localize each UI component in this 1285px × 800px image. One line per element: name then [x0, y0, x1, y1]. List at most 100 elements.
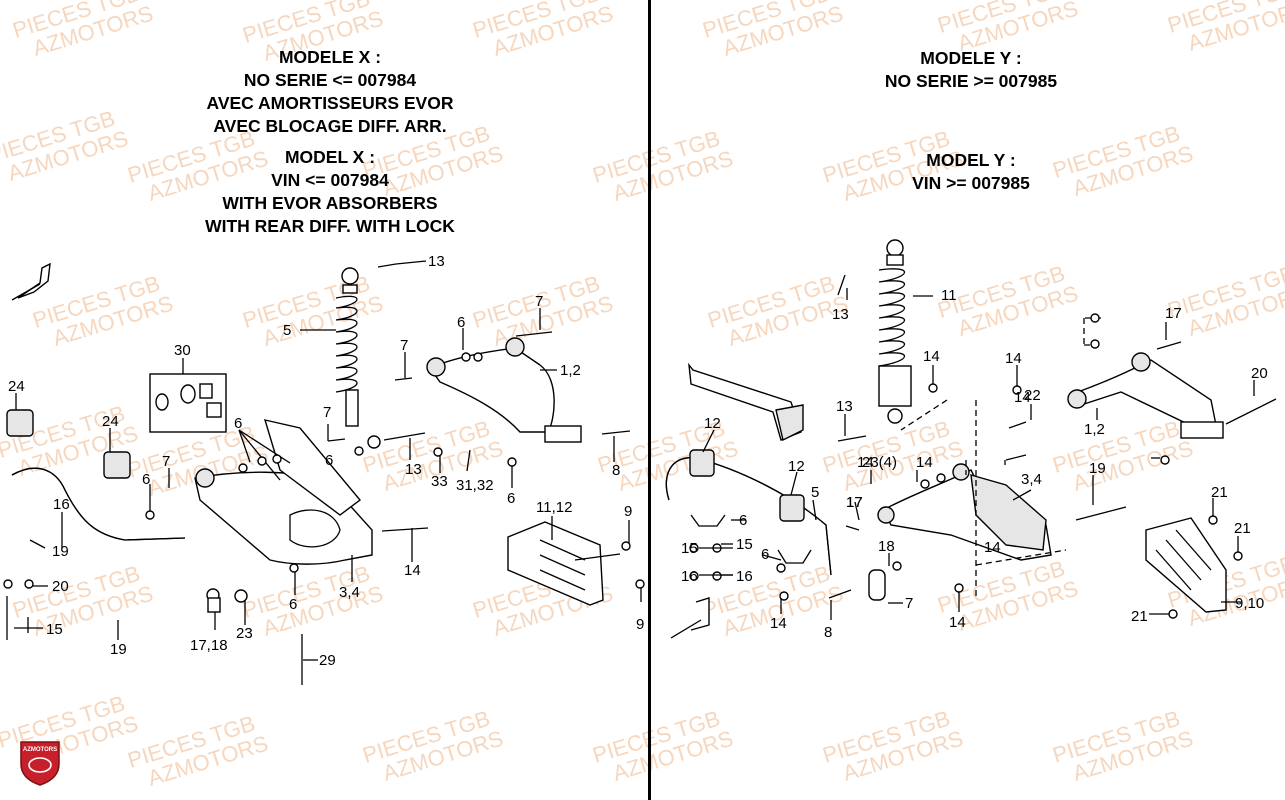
callout-label: 14: [770, 615, 787, 632]
callout-label: 3,4: [339, 584, 360, 601]
callout-label: 20: [52, 578, 69, 595]
callout-label: 16: [681, 568, 698, 585]
callout-label: 6: [142, 471, 150, 488]
left-title-line: WITH EVOR ABSORBERS: [222, 193, 438, 213]
callout-label: 16: [736, 568, 753, 585]
callout-label: 23(4): [862, 454, 897, 471]
left-title-line: NO SERIE <= 007984: [243, 70, 417, 90]
callout-label: 29: [319, 652, 336, 669]
callout-label: 14: [404, 562, 421, 579]
left-title-block: MODELE X : NO SERIE <= 007984 AVEC AMORT…: [130, 46, 530, 238]
right-title-block-en: MODEL Y : VIN >= 007985: [771, 149, 1171, 195]
callout-label: 3,4: [1021, 471, 1042, 488]
callout-label: 13: [836, 398, 853, 415]
callout-label: 17,18: [190, 637, 228, 654]
logo-text: AZMOTORS: [23, 747, 57, 753]
right-panel-model-y: MODELE Y : NO SERIE >= 007985 MODEL Y : …: [651, 0, 1285, 800]
callout-label: 14: [984, 539, 1001, 556]
callout-label: 13: [428, 253, 445, 270]
azmotors-logo-icon: AZMOTORS: [20, 741, 60, 786]
callout-label: 24: [8, 378, 25, 395]
right-title-line: NO SERIE >= 007985: [884, 71, 1058, 91]
hardware-nuts: [3, 352, 645, 589]
callout-label: 19: [52, 543, 69, 560]
callout-label: 24: [102, 413, 119, 430]
callout-label: 23: [236, 625, 253, 642]
callout-label: 6: [739, 512, 747, 529]
right-title-line: MODEL Y :: [926, 150, 1016, 170]
left-title-line: WITH REAR DIFF. WITH LOCK: [205, 216, 455, 236]
shock-absorber: [335, 267, 381, 449]
callout-label: 6: [234, 415, 242, 432]
callout-label: 22: [1024, 387, 1041, 404]
callout-label: 11,12: [536, 499, 572, 516]
callout-label: 14: [1014, 389, 1031, 406]
panel-divider: [648, 0, 651, 800]
right-title-line: MODELE Y :: [920, 48, 1022, 68]
callout-label: 17: [846, 494, 863, 511]
callout-label: 14: [1005, 350, 1022, 367]
direction-arrow-icon: [17, 262, 51, 299]
callout-label: 14: [949, 614, 966, 631]
callout-label: 9,10: [1235, 595, 1264, 612]
callout-label: 7: [323, 404, 331, 421]
callout-label: 5: [283, 322, 291, 339]
callout-label: 31,32: [456, 477, 494, 494]
right-title-line: VIN >= 007985: [912, 173, 1030, 193]
callout-label: 7: [535, 293, 543, 310]
right-parts-diagram: 1311141417201314221,212121423(4)14171419…: [665, 239, 1277, 641]
callout-label: 7: [400, 337, 408, 354]
callout-label: 13: [405, 461, 422, 478]
callout-label: 14: [857, 454, 874, 471]
callout-label: 20: [1251, 365, 1268, 382]
callout-label: 30: [174, 342, 191, 359]
callout-label: 7: [162, 453, 170, 470]
callout-label: 13: [832, 306, 849, 323]
callout-label: 12: [788, 458, 805, 475]
callout-label: 7: [905, 595, 913, 612]
left-title-line: VIN <= 007984: [271, 170, 389, 190]
left-title-line: AVEC BLOCAGE DIFF. ARR.: [213, 116, 447, 136]
callout-label: 16: [53, 496, 70, 513]
left-title-line: AVEC AMORTISSEURS EVOR: [206, 93, 454, 113]
callout-label: 14: [923, 348, 940, 365]
upper-a-arm: [426, 337, 582, 443]
lower-arm-knuckle: [194, 419, 373, 565]
callout-label: 6: [507, 490, 515, 507]
callout-label: 21: [1211, 484, 1228, 501]
hardware-nuts: [689, 313, 1243, 619]
left-panel-model-x: MODELE X : NO SERIE <= 007984 AVEC AMORT…: [3, 46, 645, 685]
callout-label: 21: [1234, 520, 1251, 537]
shock-absorber: [878, 239, 912, 424]
upper-a-arm: [1067, 352, 1224, 439]
callout-label: 9: [624, 503, 632, 520]
left-title-line: MODEL X :: [284, 147, 376, 167]
callout-label: 19: [110, 641, 127, 658]
callout-label: 6: [761, 546, 769, 563]
right-title-block-fr: MODELE Y : NO SERIE >= 007985: [771, 47, 1171, 93]
callout-label: 15: [736, 536, 753, 553]
left-title-line: MODELE X :: [278, 47, 382, 67]
callout-label: 6: [289, 596, 297, 613]
callout-label: 15: [681, 540, 698, 557]
callout-label: 18: [878, 538, 895, 555]
callout-label: 33: [431, 473, 448, 490]
callout-label: 6: [325, 452, 333, 469]
callout-label: 1,2: [560, 362, 581, 379]
callout-label: 6: [457, 314, 465, 331]
left-parts-diagram: 1356771,230242467667133331,3268161920151…: [3, 253, 645, 685]
callout-label: 12: [704, 415, 721, 432]
callout-label: 9: [636, 616, 644, 633]
callout-label: 19: [1089, 460, 1106, 477]
callout-label: 1,2: [1084, 421, 1105, 438]
callout-label: 8: [824, 624, 832, 641]
callout-label: 17: [1165, 305, 1182, 322]
callout-label: 15: [46, 621, 63, 638]
callout-label: 8: [612, 462, 620, 479]
callout-label: 21: [1131, 608, 1148, 625]
callout-label: 14: [916, 454, 933, 471]
callout-label: 5: [811, 484, 819, 501]
callout-label: 17: [846, 494, 863, 511]
